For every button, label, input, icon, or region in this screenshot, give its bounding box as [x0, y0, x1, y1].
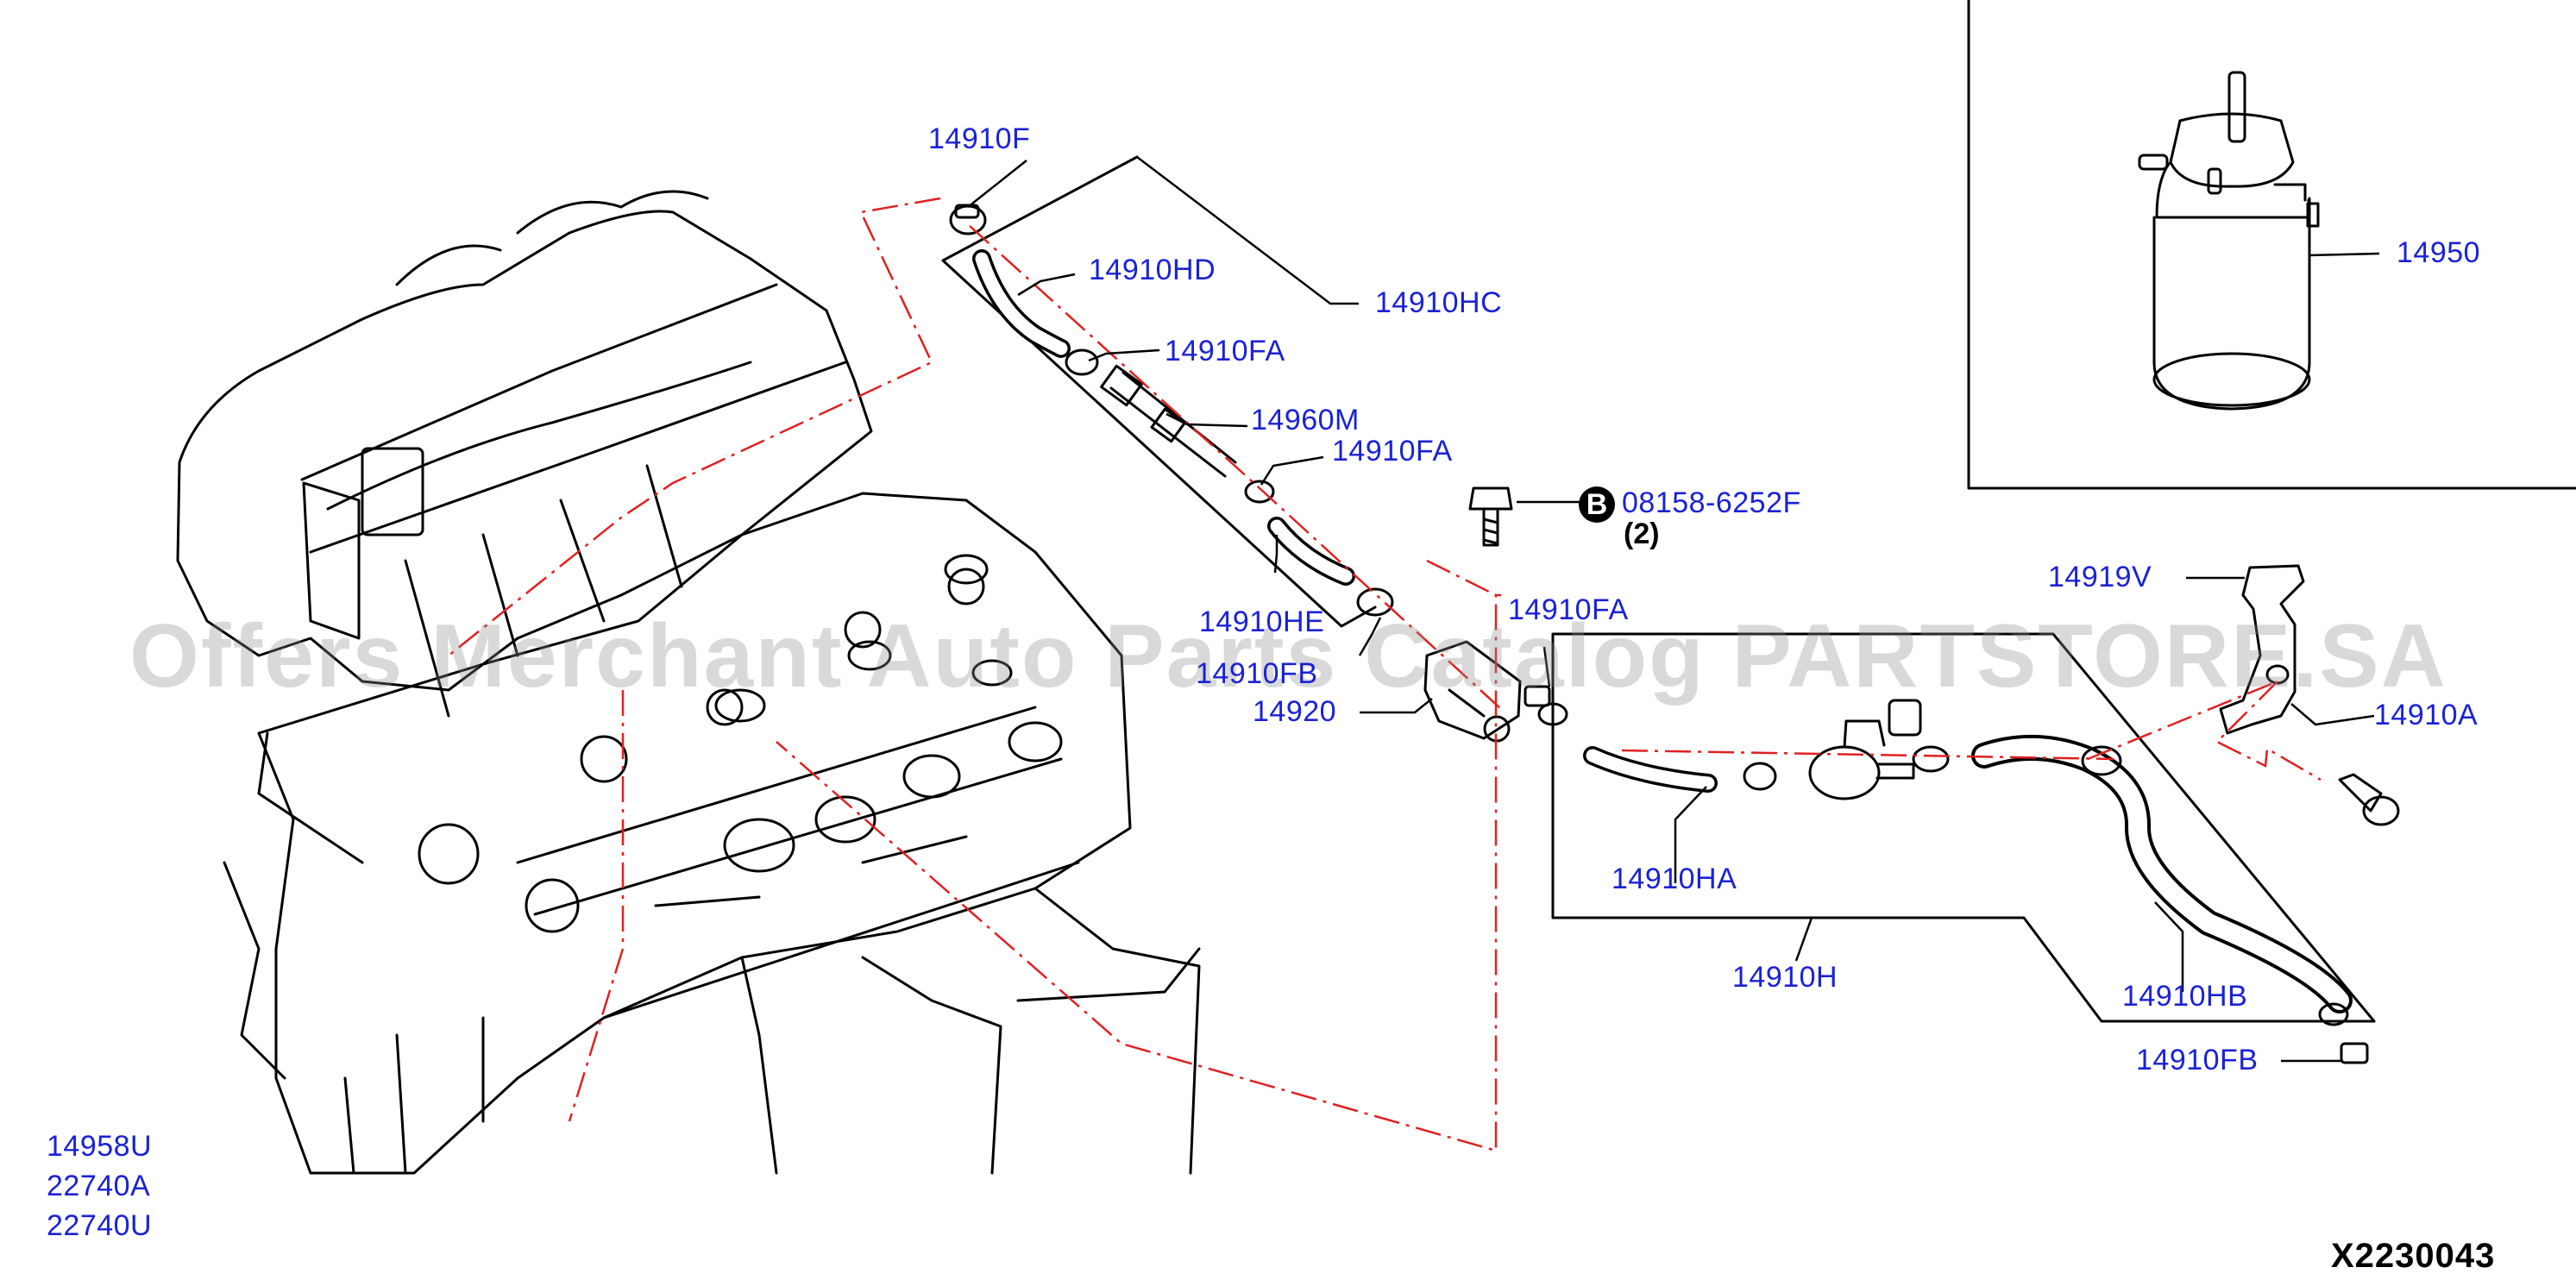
label-14960M[interactable]: 14960M	[1251, 404, 1360, 436]
bolt-14910A	[2338, 773, 2400, 826]
label-14910FA-2[interactable]: 14910FA	[1332, 435, 1453, 467]
label-08158-6252F[interactable]: 08158-6252F	[1622, 486, 1801, 519]
control-valve	[1808, 699, 1922, 800]
intake-manifold	[176, 190, 873, 718]
engine-block	[223, 492, 1201, 1175]
frame-14910H-top	[1551, 632, 2376, 1023]
canister-box	[1967, 0, 2576, 490]
diagram-code: X2230043	[2331, 1237, 2496, 1275]
label-14910FB-2[interactable]: 14910FB	[2136, 1044, 2259, 1076]
label-22740U[interactable]: 22740U	[47, 1209, 153, 1242]
label-14910A[interactable]: 14910A	[2374, 699, 2479, 731]
label-14910F[interactable]: 14910F	[928, 122, 1031, 155]
bolt-callout-symbol: B	[1579, 486, 1615, 523]
bolt-08158	[1468, 486, 1513, 547]
leader-lines	[967, 156, 2380, 1063]
frame-14910HC	[941, 155, 1377, 628]
canister-14950	[2138, 71, 2320, 411]
label-14950[interactable]: 14950	[2397, 236, 2481, 269]
dashed-connections	[448, 197, 2322, 1152]
frame-14910H	[1551, 688, 2376, 1023]
label-14910FA-3[interactable]: 14910FA	[1508, 593, 1629, 626]
label-14919V[interactable]: 14919V	[2048, 561, 2152, 593]
label-14910FB-1[interactable]: 14910FB	[1196, 657, 1318, 690]
label-14920[interactable]: 14920	[1253, 695, 1337, 728]
label-14910HA[interactable]: 14910HA	[1612, 863, 1737, 895]
label-14910HE[interactable]: 14910HE	[1199, 605, 1325, 638]
bracket-14919V	[2219, 564, 2305, 735]
label-14910FA-1[interactable]: 14910FA	[1165, 335, 1285, 367]
label-14910HD[interactable]: 14910HD	[1089, 254, 1216, 286]
label-22740A[interactable]: 22740A	[47, 1170, 151, 1202]
label-14910HC[interactable]: 14910HC	[1375, 286, 1503, 319]
bolt-callout-quantity: (2)	[1624, 518, 1660, 550]
valve-14920	[1423, 640, 1551, 743]
label-14910HB[interactable]: 14910HB	[2122, 980, 2248, 1013]
label-14910H[interactable]: 14910H	[1732, 961, 1838, 994]
label-14958U[interactable]: 14958U	[47, 1130, 153, 1163]
connector-14960M	[1109, 371, 1237, 478]
